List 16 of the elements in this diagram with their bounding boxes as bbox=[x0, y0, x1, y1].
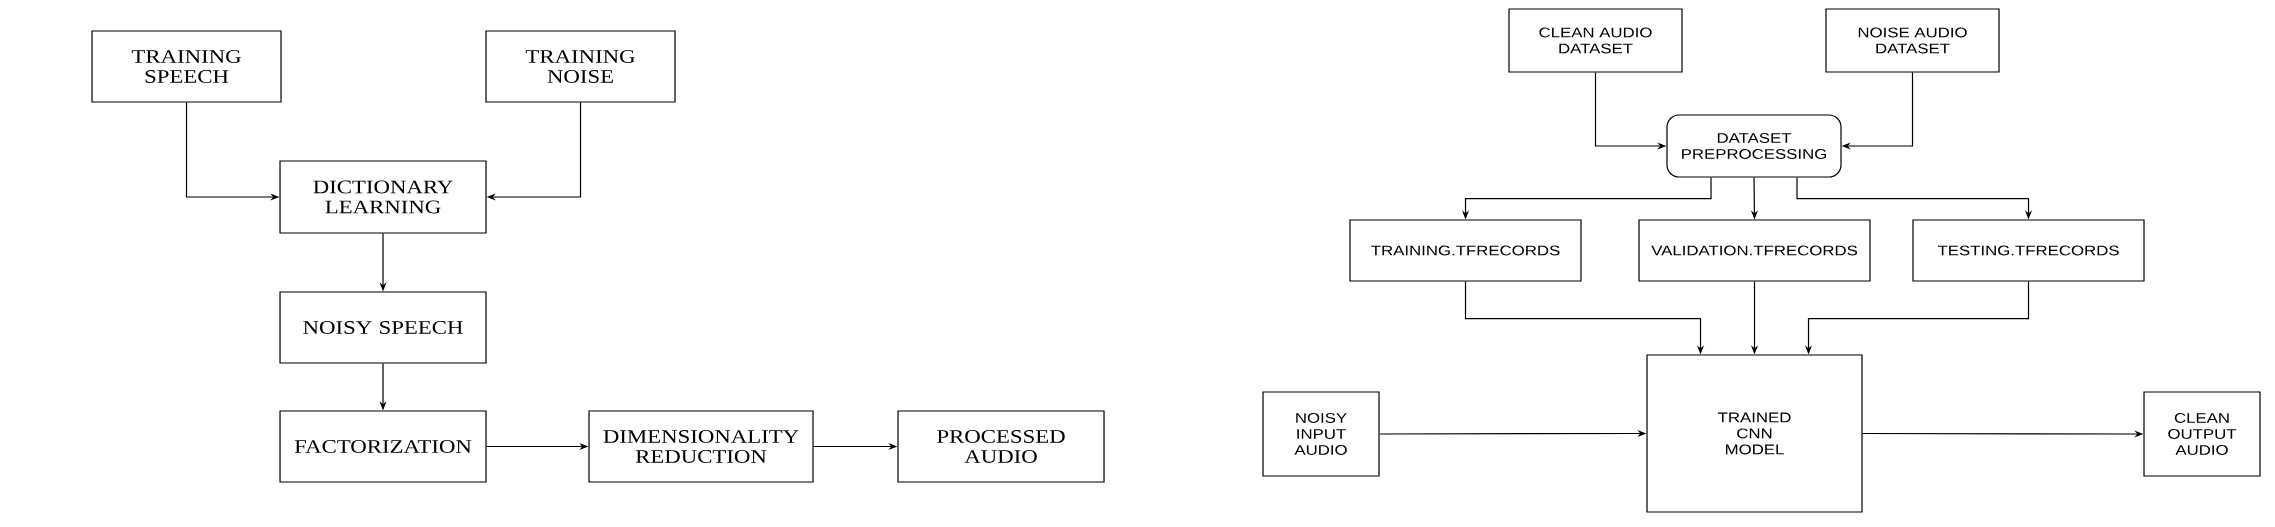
process-box: CLEAN AUDIO DATASET bbox=[1508, 8, 1683, 73]
process-box: PROCESSED AUDIO bbox=[897, 410, 1105, 483]
process-box: FACTORIZATION bbox=[279, 410, 487, 483]
process-box: TESTING.TFRECORDS bbox=[1912, 219, 2145, 282]
process-box: TRAINING SPEECH bbox=[91, 30, 282, 103]
process-box: TRAINING NOISE bbox=[485, 30, 676, 103]
process-box: CLEAN OUTPUT AUDIO bbox=[2143, 391, 2261, 477]
process-box: TRAINED CNN MODEL bbox=[1646, 354, 1863, 513]
process-box: NOISY INPUT AUDIO bbox=[1262, 391, 1380, 477]
process-box: DICTIONARY LEARNING bbox=[279, 160, 487, 234]
process-box: TRAINING.TFRECORDS bbox=[1349, 219, 1582, 282]
rounded-box: DATASET PREPROCESSING bbox=[1666, 114, 1842, 178]
process-box: DIMENSIONALITY REDUCTION bbox=[588, 410, 814, 483]
process-box: NOISY SPEECH bbox=[279, 291, 487, 364]
process-box: NOISE AUDIO DATASET bbox=[1825, 8, 2000, 73]
process-box: VALIDATION.TFRECORDS bbox=[1638, 219, 1871, 282]
